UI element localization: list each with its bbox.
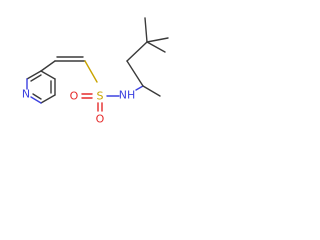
ring-bond-c6-n <box>30 96 42 104</box>
sulfonyl-group <box>81 93 120 112</box>
amine-nh-label: NH <box>119 89 136 102</box>
ring-bond-c2-c3 <box>26 70 42 80</box>
bond-vinyl-to-sulfur <box>84 60 98 83</box>
ring-double-bond-3 <box>32 93 42 100</box>
methylene-to-tert-carbon <box>126 41 148 62</box>
bond-ring-to-vinyl <box>40 60 56 72</box>
chemical-structure: N S O O NH <box>22 17 169 126</box>
sulfur-label: S <box>97 90 104 103</box>
pyridine-ring <box>26 70 56 104</box>
quaternary-to-methyl-right <box>142 85 161 97</box>
tert-carbon-to-methyl-top <box>144 17 148 43</box>
ring-double-bond-1 <box>30 74 42 82</box>
quaternary-to-methylene <box>126 60 144 87</box>
atom-labels: N S O O NH <box>22 88 135 126</box>
ring-bond-c3-c4 <box>40 70 56 80</box>
n-to-quaternary-carbon <box>135 85 144 91</box>
ring-bond-c5-c6 <box>40 94 56 104</box>
tert-carbon-to-methyl-right <box>146 37 169 43</box>
oxygen-left-label: O <box>70 90 79 103</box>
tert-octyl-chain <box>126 17 169 97</box>
pyridine-nitrogen-label: N <box>22 88 30 101</box>
oxygen-bottom-label: O <box>96 113 105 126</box>
vinyl-linker <box>40 56 98 83</box>
tert-carbon-to-methyl-down <box>146 41 166 53</box>
